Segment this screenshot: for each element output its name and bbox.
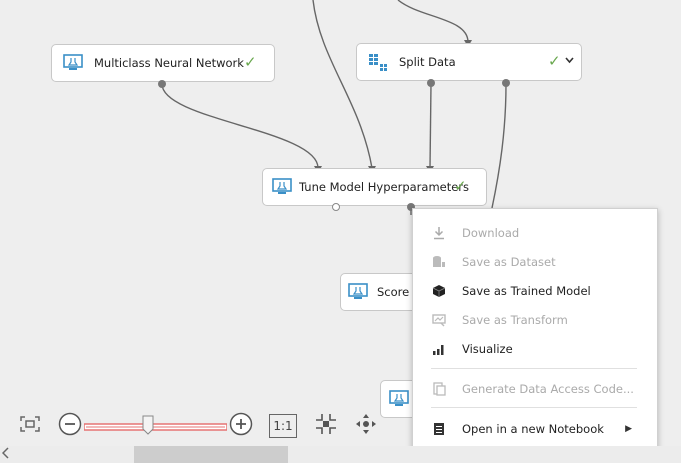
menu-item-save-as-dataset[interactable]: Save as Dataset bbox=[413, 250, 657, 274]
flask-monitor-icon bbox=[388, 388, 410, 410]
menu-separator bbox=[431, 407, 637, 408]
node-tune-model-hyperparameters[interactable]: Tune Model Hyperparameters ✓ bbox=[262, 168, 487, 206]
zoom-out-button[interactable] bbox=[57, 412, 83, 440]
fit-screen-icon bbox=[20, 416, 40, 436]
code-icon bbox=[431, 381, 447, 397]
plus-circle-icon bbox=[229, 412, 253, 440]
menu-item-label: Generate Data Access Code... bbox=[462, 382, 634, 396]
output-port[interactable] bbox=[332, 203, 340, 211]
zoom-slider-thumb[interactable] bbox=[142, 415, 154, 435]
notebook-icon bbox=[431, 421, 447, 437]
menu-item-save-as-trained-model[interactable]: Save as Trained Model bbox=[413, 279, 657, 303]
zoom-slider[interactable] bbox=[83, 415, 228, 435]
bar-chart-icon bbox=[431, 341, 447, 357]
output-port[interactable] bbox=[502, 79, 510, 87]
connector-split-tune bbox=[429, 83, 432, 169]
connector-multiclass-tune bbox=[161, 83, 319, 169]
flask-monitor-icon bbox=[62, 52, 84, 74]
node-label: Split Data bbox=[399, 55, 456, 69]
menu-item-visualize[interactable]: Visualize bbox=[413, 337, 657, 361]
connector-split-score bbox=[491, 83, 507, 209]
cube-icon bbox=[431, 283, 447, 299]
download-icon bbox=[431, 225, 447, 241]
connector-top-left bbox=[312, 0, 373, 169]
split-data-icon bbox=[367, 51, 389, 73]
status-check-icon: ✓ bbox=[548, 52, 561, 70]
node-split-data[interactable]: Split Data ✓ bbox=[356, 43, 582, 81]
move-arrows-icon bbox=[355, 413, 377, 439]
minus-circle-icon bbox=[58, 412, 82, 440]
menu-item-download[interactable]: Download bbox=[413, 221, 657, 245]
status-check-icon: ✓ bbox=[244, 53, 257, 71]
scroll-left-icon[interactable] bbox=[1, 447, 10, 462]
node-label: Tune Model Hyperparameters bbox=[299, 180, 470, 194]
menu-item-generate-data-access-code[interactable]: Generate Data Access Code... bbox=[413, 377, 657, 401]
menu-item-label: Download bbox=[462, 226, 520, 240]
menu-item-save-as-transform[interactable]: Save as Transform bbox=[413, 308, 657, 332]
menu-item-label: Save as Trained Model bbox=[462, 284, 591, 298]
actual-size-button[interactable]: 1:1 bbox=[269, 414, 297, 438]
actual-size-label: 1:1 bbox=[273, 419, 293, 433]
submenu-arrow-icon: ▶ bbox=[625, 424, 632, 434]
chevron-down-icon[interactable] bbox=[565, 56, 574, 67]
flask-monitor-icon bbox=[271, 176, 293, 198]
node-label: Score M bbox=[377, 285, 423, 299]
node-label: Multiclass Neural Network bbox=[94, 56, 244, 70]
fit-to-screen-button[interactable] bbox=[16, 414, 44, 438]
horizontal-scrollbar[interactable] bbox=[0, 446, 681, 463]
dataset-icon bbox=[431, 254, 447, 270]
menu-item-label: Save as Dataset bbox=[462, 255, 556, 269]
menu-separator bbox=[431, 368, 637, 369]
zoom-selection-icon bbox=[315, 413, 337, 439]
output-port[interactable] bbox=[427, 79, 435, 87]
menu-item-label: Save as Transform bbox=[462, 313, 568, 327]
output-port[interactable] bbox=[407, 203, 415, 211]
context-menu: Download Save as Dataset Save as Trained… bbox=[412, 208, 658, 453]
flask-monitor-icon bbox=[347, 281, 369, 303]
menu-item-open-in-notebook[interactable]: Open in a new Notebook ▶ bbox=[413, 417, 657, 441]
pan-button[interactable] bbox=[353, 413, 379, 439]
menu-item-label: Open in a new Notebook bbox=[462, 422, 604, 436]
connector-top-right bbox=[397, 0, 469, 43]
menu-item-label: Visualize bbox=[462, 342, 513, 356]
zoom-to-selection-button[interactable] bbox=[313, 413, 339, 439]
transform-icon bbox=[431, 312, 447, 328]
output-port[interactable] bbox=[158, 80, 166, 88]
zoom-in-button[interactable] bbox=[228, 412, 254, 440]
scrollbar-thumb[interactable] bbox=[134, 446, 288, 463]
node-multiclass-neural-network[interactable]: Multiclass Neural Network ✓ bbox=[51, 44, 275, 82]
status-check-icon: ✓ bbox=[454, 177, 467, 195]
